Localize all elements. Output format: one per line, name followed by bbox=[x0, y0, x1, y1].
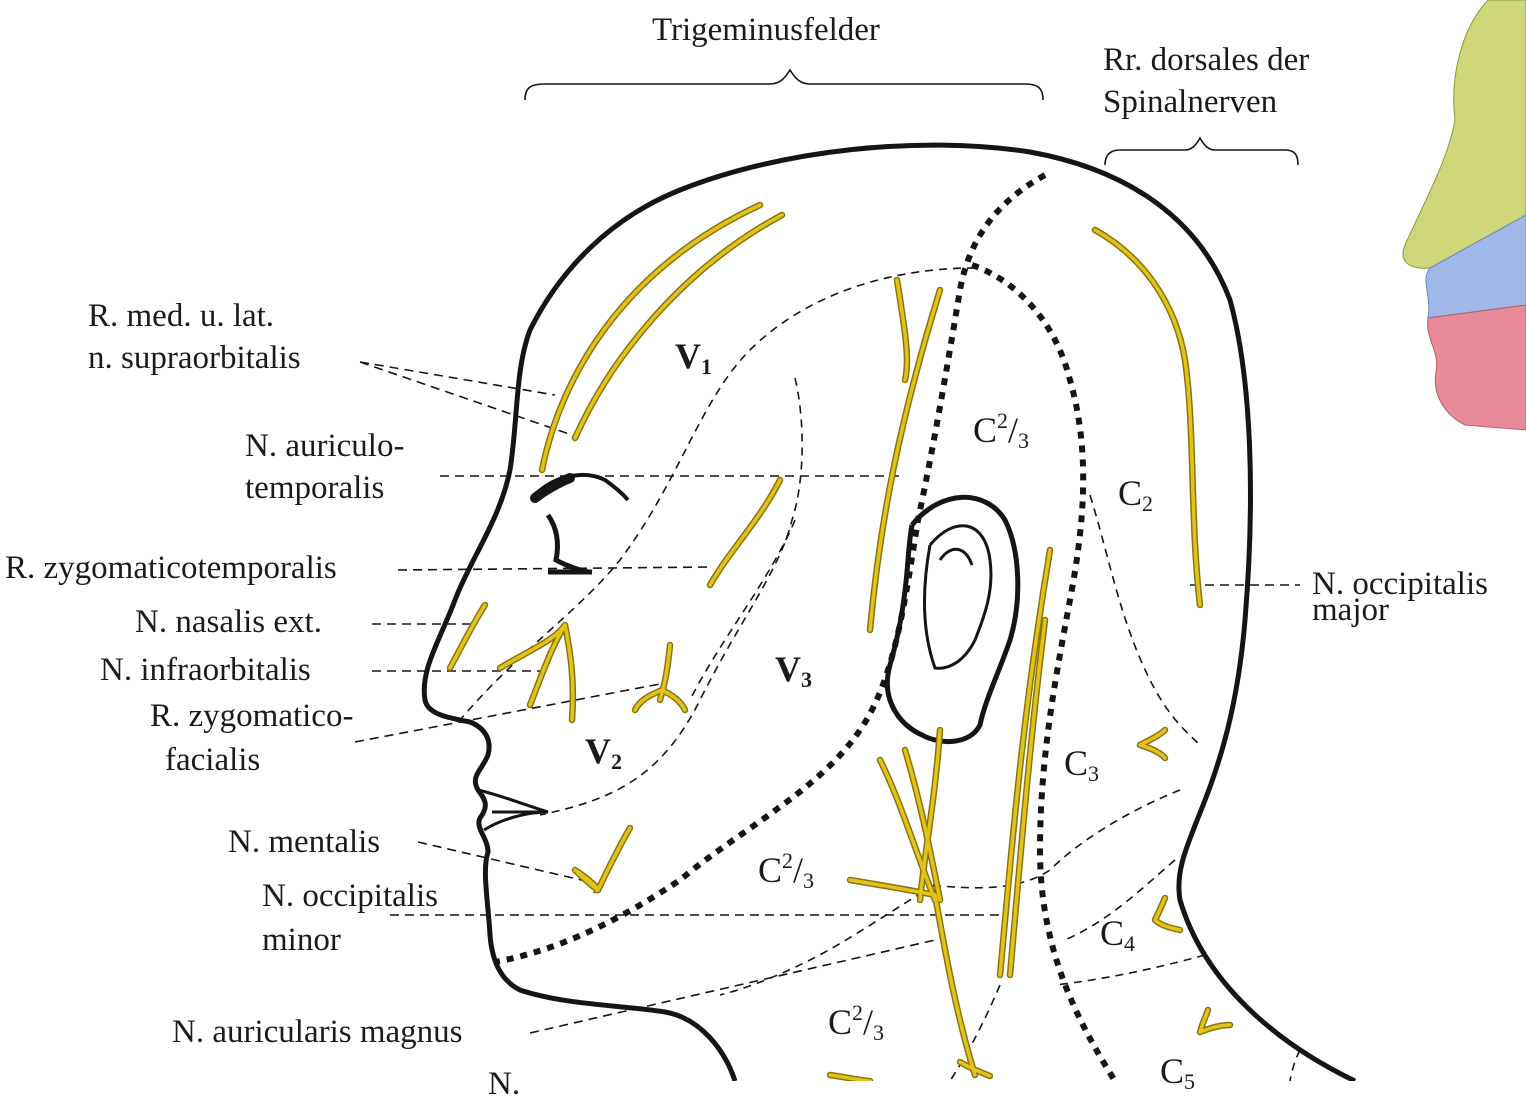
label-auriculotemporalis-line1: N. auriculo- bbox=[245, 428, 404, 465]
label-auriculotemporalis-line2: temporalis bbox=[245, 470, 384, 507]
header-dorsal-line1: Rr. dorsales der bbox=[1103, 42, 1309, 79]
boundary-neck bbox=[720, 885, 935, 995]
eye-lid bbox=[548, 515, 592, 572]
label-supraorbitalis-line2: n. supraorbitalis bbox=[88, 340, 301, 377]
region-boundaries-thick bbox=[495, 175, 1115, 1081]
ear-inner-fold bbox=[925, 526, 991, 669]
label-zygomaticofacialis-line1: R. zygomatico- bbox=[150, 698, 353, 735]
label-occipitalis-major-line2: major bbox=[1312, 592, 1389, 629]
zone-c2-3-upper: C2/3 bbox=[973, 408, 1029, 454]
zone-c5: C5 bbox=[1160, 1050, 1195, 1095]
nerve-infraorbitalis bbox=[500, 625, 573, 720]
label-occipitalis-minor-line2: minor bbox=[262, 922, 341, 959]
boundary-c23-c3 bbox=[930, 790, 1180, 888]
label-infraorbitalis: N. infraorbitalis bbox=[100, 652, 311, 689]
nerve-supraorbitalis-lateral bbox=[542, 205, 760, 470]
zone-c2: C2 bbox=[1118, 472, 1153, 517]
label-nasalis: N. nasalis ext. bbox=[135, 604, 322, 641]
label-zygomaticotemporalis: R. zygomaticotemporalis bbox=[5, 550, 337, 587]
zone-v2: V2 bbox=[585, 730, 622, 775]
boundary-dorsal bbox=[972, 265, 1115, 1081]
leader-supraorbitalis bbox=[360, 362, 575, 436]
label-supraorbitalis-line1: R. med. u. lat. bbox=[88, 298, 274, 335]
trigeminus-brace bbox=[525, 70, 1043, 100]
dorsal-brace bbox=[1105, 138, 1298, 165]
zone-c2-3-middle: C2/3 bbox=[758, 848, 814, 894]
label-occipitalis-minor-line1: N. occipitalis bbox=[262, 878, 438, 915]
zone-c3: C3 bbox=[1064, 742, 1099, 787]
boundary-c2-c3 bbox=[1090, 495, 1200, 745]
nerve-nasalis bbox=[450, 605, 485, 668]
eye-brow-thick bbox=[535, 478, 570, 498]
label-zygomaticofacialis-line2: facialis bbox=[165, 742, 260, 779]
boundary-c5 bbox=[1290, 1050, 1300, 1081]
ear-outline bbox=[887, 497, 1017, 741]
header-trigeminusfelder: Trigeminusfelder bbox=[652, 12, 880, 49]
nerve-zygomaticofacialis bbox=[635, 645, 685, 710]
region-boundaries-thin bbox=[460, 268, 1300, 1081]
label-auricularis-magnus: N. auricularis magnus bbox=[172, 1014, 463, 1051]
zone-v1: V1 bbox=[675, 335, 712, 380]
header-dorsal-line2: Spinalnerven bbox=[1103, 84, 1277, 121]
zone-c2-3-lower: C2/3 bbox=[828, 1000, 884, 1046]
nerve-occipitalis-major bbox=[1095, 230, 1200, 605]
lips bbox=[478, 790, 548, 830]
nerve-c3-branch bbox=[1140, 730, 1165, 758]
nerve-zygomaticotemporalis bbox=[710, 480, 780, 585]
label-mentalis: N. mentalis bbox=[228, 824, 380, 861]
label-bottom-partial: N. bbox=[488, 1066, 520, 1103]
inset-jaw-region bbox=[1428, 305, 1526, 430]
zone-c4: C4 bbox=[1100, 912, 1135, 957]
zone-v3: V3 bbox=[775, 648, 812, 693]
boundary-v3-inner bbox=[540, 378, 802, 815]
inset-head-figure bbox=[1403, 0, 1526, 430]
leader-mentalis bbox=[418, 842, 590, 882]
leader-lines bbox=[355, 362, 1300, 1033]
